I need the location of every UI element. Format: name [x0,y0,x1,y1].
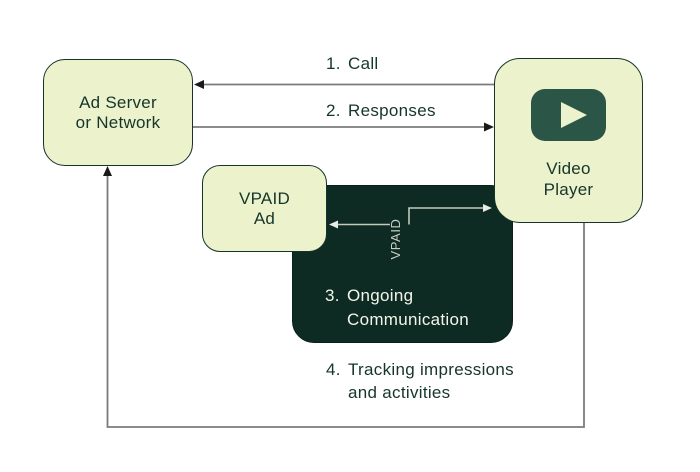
vpaid-arrowhead-right-icon [483,204,492,212]
flow-label-ongoing-line1: Ongoing [347,286,414,305]
ad-server-label-line1: Ad Server [79,92,157,112]
flow-label-responses-text: Responses [348,101,436,120]
tracking-loop-line [106,175,585,428]
vpaid-ad-node: VPAID Ad [202,165,327,252]
flow-label-responses: 2. Responses [326,99,436,122]
play-icon [531,89,606,141]
flow-label-tracking-text: Tracking impressions and activities [348,358,514,404]
vpaid-interface-label: VPAID [388,218,403,260]
vpaid-ad-label-line1: VPAID [238,188,290,208]
flow-label-ongoing: 3. Ongoing Communication [325,284,469,332]
flow-label-ongoing-line2: Communication [347,310,470,329]
vpaid-ad-label: VPAID Ad [239,189,290,229]
flow-label-call: 1. Call [326,52,379,75]
flow-label-tracking-number: 4. [326,360,341,379]
ongoing-communication-panel [292,185,513,343]
vpaid-arrowhead-left-icon [329,220,338,229]
call-arrowhead-left-icon [194,80,204,89]
responses-arrowhead-right-icon [484,122,494,132]
video-player-label-line2: Player [543,180,594,199]
ad-server-label-line2: or Network [75,112,161,132]
video-player-label-line1: Video [546,159,591,178]
tracking-arrowhead-up-icon [103,166,112,176]
flow-label-tracking: 4. Tracking impressions and activities [326,358,514,404]
ad-server-node: Ad Server or Network [43,59,193,166]
flow-label-ongoing-text: Ongoing Communication [347,284,469,332]
flow-label-responses-number: 2. [326,101,341,120]
flow-label-tracking-line2: and activities [348,383,451,402]
video-player-label: Video Player [544,158,594,200]
video-player-node: Video Player [494,58,643,223]
vpaid-ad-label-line2: Ad [253,208,276,228]
vpaid-arrow-elbow-line [408,207,484,225]
flow-label-call-text: Call [348,54,379,73]
flow-label-tracking-line1: Tracking impressions [348,360,514,379]
flow-label-ongoing-number: 3. [325,286,340,305]
ad-server-label: Ad Server or Network [76,93,161,133]
flow-label-call-number: 1. [326,54,341,73]
